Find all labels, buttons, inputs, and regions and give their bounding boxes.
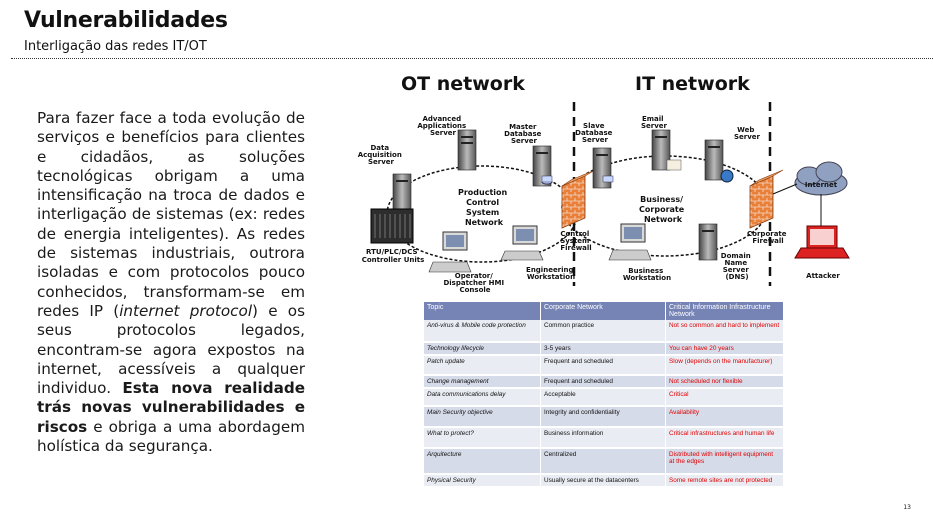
control-system-firewall-icon <box>561 169 596 229</box>
table-cell: Centralized <box>540 448 666 475</box>
rtu-label: RTU/PLC/DCS Controller Units <box>362 248 425 264</box>
table-header-cell: Critical Information Infrastructure Netw… <box>665 302 784 320</box>
body-text-italic: internet protocol <box>119 301 253 320</box>
production-network-label: Production Control System Network <box>458 188 510 227</box>
master-db-label: Master Database Server <box>504 123 544 145</box>
attacker-label: Attacker <box>806 272 840 280</box>
table-cell: Business information <box>540 427 666 449</box>
page-number: 13 <box>903 504 911 511</box>
table-cell: Critical <box>665 388 784 407</box>
email-label: Email Server <box>641 115 668 130</box>
web-server-icon <box>704 139 734 183</box>
comparison-table: Topic Corporate Network Critical Informa… <box>424 302 784 488</box>
table-cell: Acceptable <box>540 388 666 407</box>
table-cell: Anti-virus & Mobile code protection <box>424 320 541 343</box>
operator-label: Operator/ Dispatcher HMI Console <box>443 272 506 294</box>
table-cell: Not scheduled nor flexible <box>665 375 784 389</box>
advanced-apps-label: Advanced Applications Server <box>417 115 468 137</box>
page-subtitle: Interligação das redes IT/OT <box>24 39 207 54</box>
page-title: Vulnerabilidades <box>24 8 228 33</box>
data-acquisition-label: Data Acquisition Server <box>358 144 405 166</box>
internet-label: Internet <box>805 181 838 189</box>
table-cell: Usually secure at the datacenters <box>540 474 666 488</box>
table-cell: Some remote sites are not protected <box>665 474 784 488</box>
dns-server-icon <box>698 223 718 261</box>
table-cell: Availability <box>665 406 784 428</box>
table-cell: Integrity and confidentiality <box>540 406 666 428</box>
corporate-firewall-label: Corporate Firewall <box>747 230 789 245</box>
table-cell: Change management <box>424 375 541 389</box>
it-network-label: IT network <box>635 73 750 95</box>
body-text-bold: Esta nova realidade trás novas vulnerabi… <box>37 379 305 436</box>
table-cell: You can have 20 years <box>665 342 784 356</box>
web-label: Web Server <box>734 126 761 141</box>
table-cell: Technology lifecycle <box>424 342 541 356</box>
table-cell: Critical infrastructures and human life <box>665 427 784 449</box>
table-cell: Frequent and scheduled <box>540 375 666 389</box>
table-cell: Data communications delay <box>424 388 541 407</box>
table-header-cell: Topic <box>424 302 541 320</box>
network-diagram: OT network IT network <box>358 73 850 294</box>
ot-network-label: OT network <box>401 73 525 95</box>
advanced-apps-server-icon <box>457 129 477 171</box>
email-server-icon <box>651 129 682 171</box>
business-network-label: Business/ Corporate Network <box>639 195 687 224</box>
table-cell: Slow (depends on the manufacturer) <box>665 355 784 376</box>
table-cell: Main Security objective <box>424 406 541 428</box>
business-ws-label: Business Workstation <box>623 267 671 282</box>
business-workstation-icon <box>608 223 652 261</box>
control-firewall-label: Control System Firewall <box>560 230 592 252</box>
data-acquisition-server-icon <box>392 173 412 215</box>
table-header-cell: Corporate Network <box>540 302 666 320</box>
engineering-label: Engineering Workstation <box>526 266 576 281</box>
body-text-part2: ) e os seus protocolos legados, encontra… <box>37 301 305 398</box>
rtu-controller-icon <box>370 208 414 244</box>
table-header-row: Topic Corporate Network Critical Informa… <box>424 302 784 320</box>
body-text-part3: e obriga a uma abordagem holística da se… <box>37 417 305 456</box>
table-cell: Patch update <box>424 355 541 376</box>
body-text-part1: Para fazer face a toda evolução de servi… <box>37 109 305 320</box>
table-cell: Arquitecture <box>424 448 541 475</box>
engineering-workstation-icon <box>500 225 544 261</box>
slave-db-server-icon <box>592 147 614 189</box>
table-cell: Not so common and hard to implement <box>665 320 784 343</box>
operator-console-icon <box>428 231 472 273</box>
table-cell: 3-5 years <box>540 342 666 356</box>
table-cell: Frequent and scheduled <box>540 355 666 376</box>
body-paragraph: Para fazer face a toda evolução de servi… <box>37 109 305 456</box>
attacker-laptop-icon <box>794 225 850 259</box>
corporate-firewall-icon <box>749 169 784 229</box>
table-cell: Physical Security <box>424 474 541 488</box>
header-divider <box>11 58 933 59</box>
slave-db-label: Slave Database Server <box>575 122 615 144</box>
master-db-server-icon <box>532 145 553 187</box>
table-cell: Common practice <box>540 320 666 343</box>
internet-cloud-icon <box>794 161 848 196</box>
table-cell: Distributed with intelligent equipment a… <box>665 448 784 475</box>
table-cell: What to protect? <box>424 427 541 449</box>
dns-label: Domain Name Server (DNS) <box>721 252 753 281</box>
